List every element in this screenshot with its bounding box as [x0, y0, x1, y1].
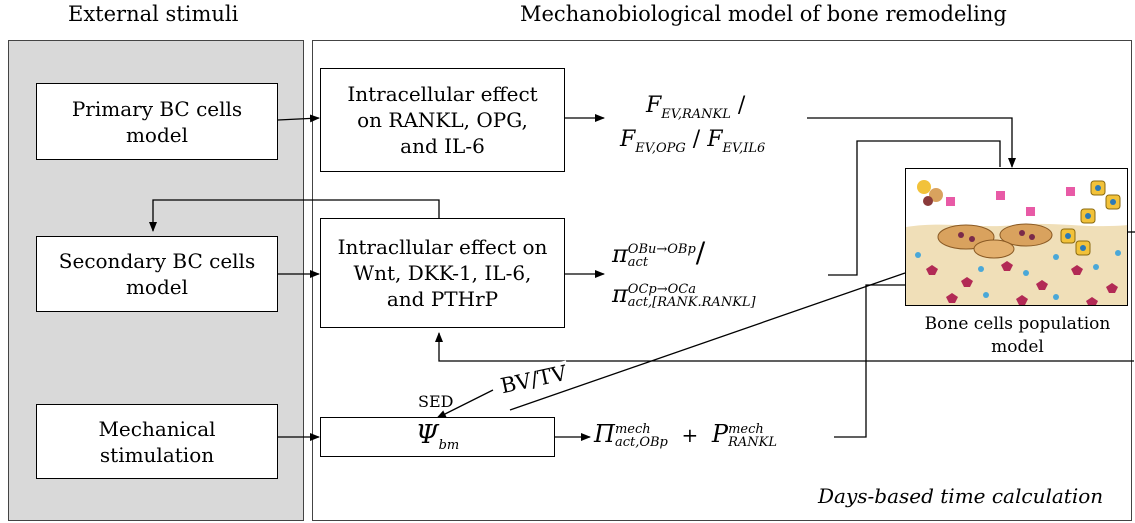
bone-cells-caption: Bone cells population model	[924, 314, 1111, 357]
secondary-bc-cells-box[interactable]: Secondary BC cells model	[36, 236, 278, 312]
slash-2: /	[692, 127, 701, 152]
p-subscript: RANKL	[728, 434, 777, 450]
f-subscript-rankl: EV,RANKL	[661, 107, 731, 122]
psi-symbol: Ψ	[415, 420, 439, 451]
arrow-bone-to-intracllular	[435, 332, 1134, 362]
external-stimuli-header: External stimuli	[68, 2, 239, 26]
wire-pi-to-bone	[828, 140, 1001, 276]
pi2-subscript: act,[RANK.RANKL]	[627, 294, 756, 310]
psi-subscript: bm	[438, 438, 460, 454]
pi2-superscript: OCp→OCa	[627, 281, 696, 297]
f-subscript-opg: EV,OPG	[635, 141, 686, 156]
wire-bvtv	[509, 272, 906, 411]
intracellular-rankl-opg-box[interactable]: Intracellular effect on RANKL, OPG, and …	[320, 68, 565, 172]
plus-sign: +	[681, 423, 699, 447]
arrow-feedback-to-secondary	[149, 199, 440, 232]
slash-3: /	[695, 236, 706, 269]
slash-1: /	[737, 93, 746, 118]
capital-pi-subscript: act,OBp	[614, 434, 668, 450]
pi-symbol-1: π	[612, 240, 628, 268]
arrow-f-to-bone	[807, 117, 1016, 168]
pi1-subscript: act	[627, 254, 649, 270]
f-subscript-il6: EV,IL6	[722, 141, 766, 156]
model-header: Mechanobiological model of bone remodeli…	[520, 2, 1007, 26]
pi1-superscript: OBu→OBp	[627, 241, 696, 257]
intracllular-wnt-dkk-box[interactable]: Intracllular effect on Wnt, DKK-1, IL-6,…	[320, 218, 565, 328]
bone-cells-image	[906, 169, 1127, 305]
f-symbol-1: F	[646, 93, 662, 118]
f-rankl-formula: FEV,RANKL /	[646, 93, 745, 122]
days-based-label: Days-based time calculation	[818, 484, 1104, 508]
pi-symbol-2: π	[612, 280, 628, 308]
f-symbol-2: F	[620, 127, 636, 152]
mechanical-stimulation-box[interactable]: Mechanical stimulation	[36, 404, 278, 479]
arrow-sed	[436, 389, 494, 419]
bone-cells-illustration[interactable]	[905, 168, 1128, 306]
psi-bm-box[interactable]: Ψbm	[320, 417, 555, 457]
sed-label: SED	[418, 392, 454, 411]
wire-mech-to-bone	[834, 284, 905, 438]
f-symbol-3: F	[707, 127, 723, 152]
arrow-primary-to-intracellular	[277, 114, 320, 123]
primary-bc-cells-box[interactable]: Primary BC cells model	[36, 83, 278, 160]
capital-pi-superscript: mech	[614, 421, 651, 437]
p-superscript: mech	[728, 421, 764, 437]
capital-pi-symbol: Π	[594, 420, 615, 448]
f-opg-il6-formula: FEV,OPG / FEV,IL6	[620, 127, 765, 156]
p-symbol: P	[711, 420, 729, 448]
